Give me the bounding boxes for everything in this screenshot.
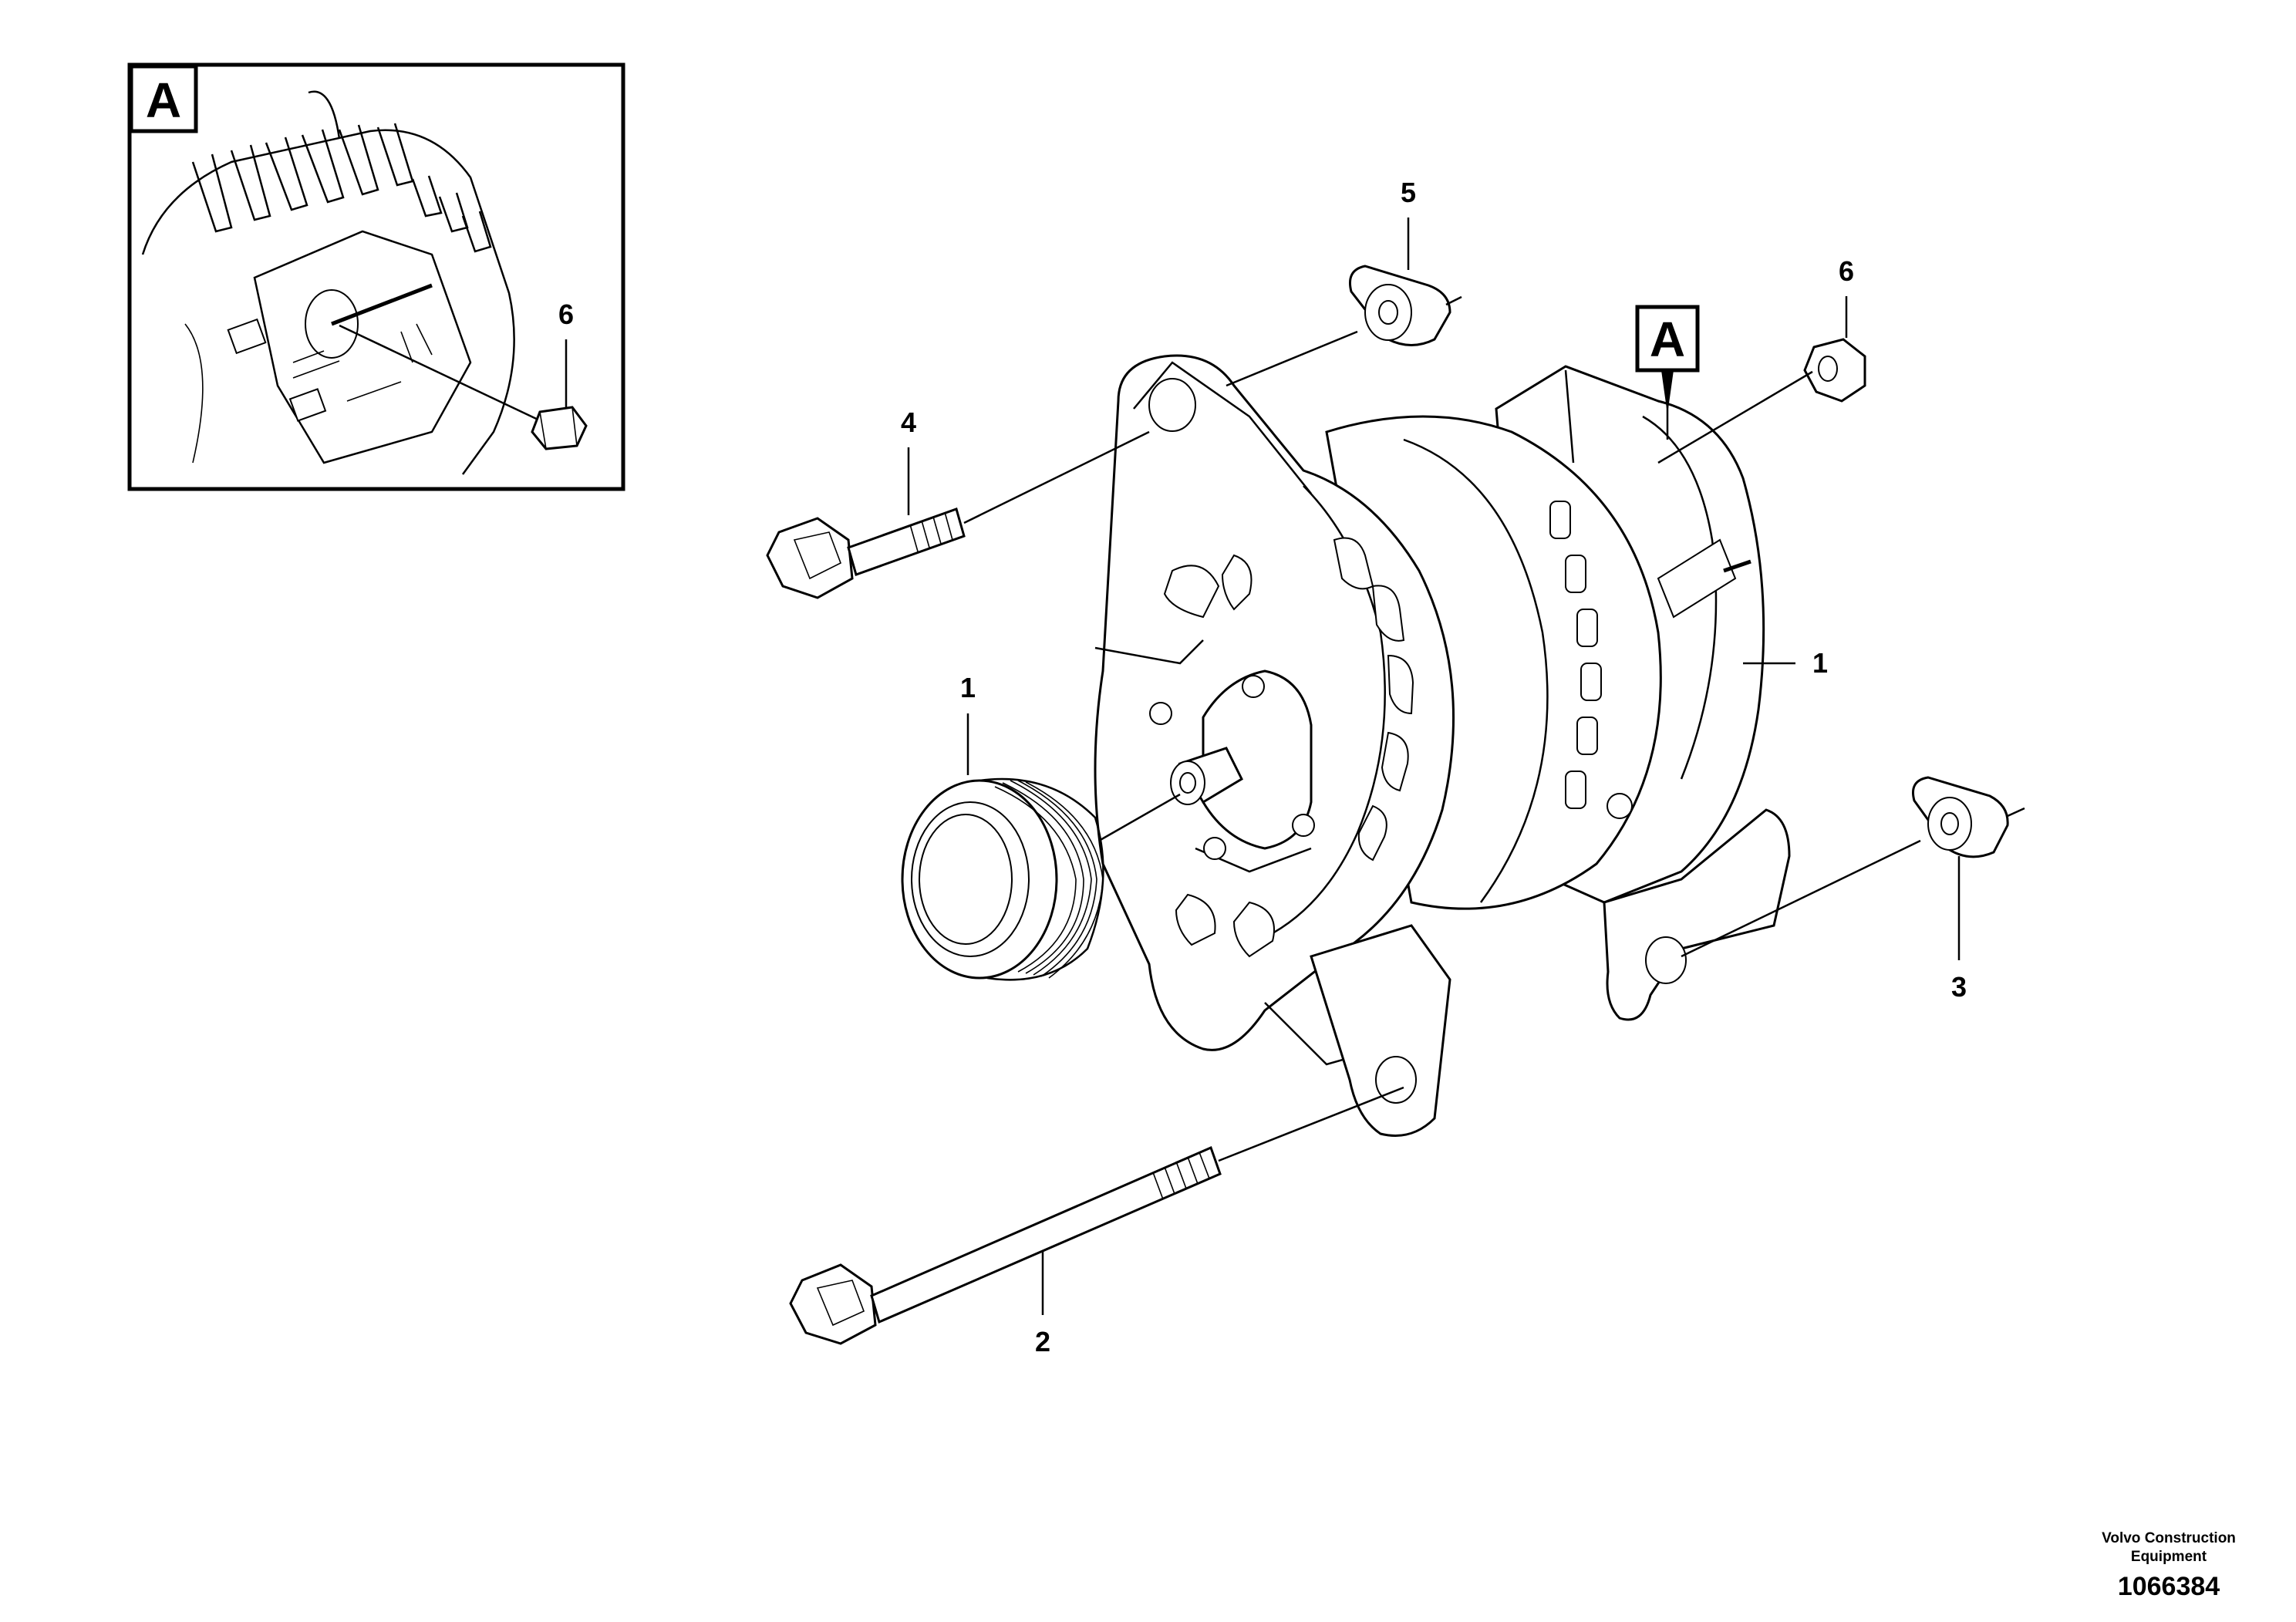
alternator-assembly: [1094, 354, 1791, 1137]
upper-mount-bore: [1148, 378, 1196, 432]
bolt-head-icon: [766, 517, 854, 599]
bolt-4-leader: [963, 430, 1150, 524]
footer-brand-line2: Equipment: [2131, 1549, 2207, 1565]
nut-item-6: [1657, 296, 1866, 464]
callout-5: 5: [1401, 177, 1416, 208]
detail-letter-box: [129, 64, 198, 133]
callout-6: 6: [1839, 255, 1854, 287]
pulley-leader: [1098, 793, 1181, 842]
bolt-head-icon: [789, 1263, 877, 1345]
nut-3-leader: [1681, 839, 1921, 958]
heatsink-fins: [191, 123, 492, 253]
detail-view-a: A: [127, 62, 625, 491]
detail-leader-6: [339, 324, 545, 424]
callout-1-alternator: 1: [1812, 647, 1828, 679]
nut-item-5: [1226, 218, 1462, 387]
nut-5-leader: [1226, 330, 1358, 387]
callout-2: 2: [1035, 1326, 1050, 1357]
pulley: [901, 713, 1181, 981]
detail-marker-a: [1635, 305, 1700, 440]
callout-1-pulley: 1: [960, 672, 976, 703]
detail-alternator-closeup: [141, 90, 588, 475]
detail-marker-box: [1635, 305, 1700, 373]
detail-marker-letter: A: [1650, 312, 1685, 367]
drawing-number: 1066384: [2118, 1572, 2220, 1601]
nut-item-3: [1681, 776, 2025, 960]
bolt-2-leader: [1218, 1086, 1404, 1162]
footer: Volvo Construction Equipment 1066384: [2102, 1530, 2236, 1601]
callout-3: 3: [1951, 971, 1967, 1003]
detail-callout-6: 6: [558, 298, 574, 330]
rear-mount-bore: [1645, 936, 1687, 984]
cooling-slots: [1163, 537, 1414, 958]
footer-brand-line1: Volvo Construction: [2102, 1530, 2236, 1546]
nut-6-leader: [1657, 370, 1813, 464]
bolt-item-4: [766, 430, 1150, 599]
callout-4: 4: [901, 406, 916, 438]
alternator-hub: [1149, 669, 1315, 860]
detail-letter: A: [146, 73, 181, 128]
bolt-item-2: [789, 1086, 1404, 1345]
